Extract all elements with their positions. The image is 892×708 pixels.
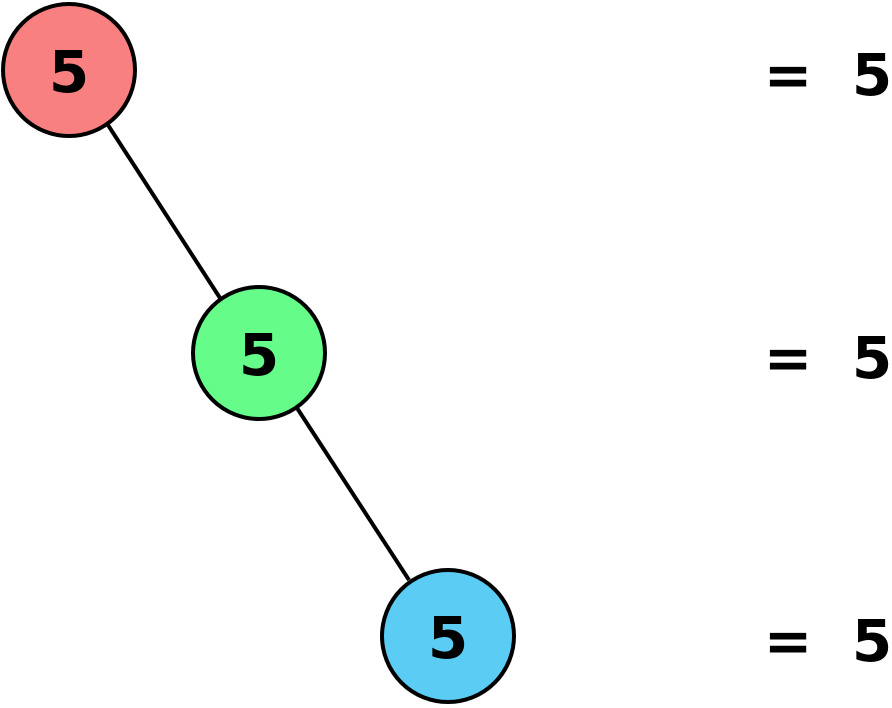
equals-sign: = (764, 41, 813, 109)
level-sum-1: = 5 (764, 41, 892, 109)
tree-node-level-2: 5 (191, 285, 327, 421)
edge-level-1-to-level-2 (106, 123, 222, 300)
node-circle (1, 2, 137, 138)
tree-node-level-1: 5 (1, 2, 137, 138)
equals-sign: = (764, 607, 813, 675)
node-value: 5 (239, 321, 279, 389)
tree-node-level-3: 5 (380, 568, 516, 704)
level-sum-value: 5 (852, 41, 892, 109)
equals-sign: = (764, 324, 813, 392)
level-sum-value: 5 (852, 324, 892, 392)
edge-level-2-to-level-3 (295, 406, 411, 582)
node-value: 5 (49, 38, 89, 106)
node-circle (191, 285, 327, 421)
node-circle (380, 568, 516, 704)
level-sum-2: = 5 (764, 324, 892, 392)
level-sum-3: = 5 (764, 607, 892, 675)
node-value: 5 (428, 604, 468, 672)
level-sum-value: 5 (852, 607, 892, 675)
